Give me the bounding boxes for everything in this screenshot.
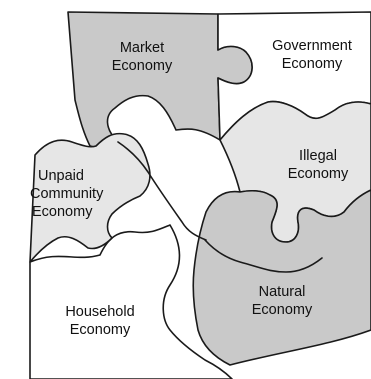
government-economy-label: Government Economy: [272, 38, 352, 72]
svg-text:Economy: Economy: [70, 322, 131, 338]
connector-outline: [204, 239, 323, 273]
connector-outline: [117, 141, 207, 241]
svg-text:Community: Community: [30, 186, 104, 202]
svg-text:Unpaid: Unpaid: [38, 168, 84, 184]
svg-text:Economy: Economy: [282, 56, 343, 72]
unpaid-community-economy-label: Unpaid Community Economy: [30, 168, 104, 220]
unpaid-community-economy-piece: [29, 132, 151, 263]
illegal-economy-label: Illegal Economy: [288, 148, 349, 182]
svg-text:Economy: Economy: [112, 58, 173, 74]
household-economy-piece: [29, 224, 233, 379]
svg-text:Market: Market: [120, 40, 164, 56]
market-economy-label: Market Economy: [112, 40, 173, 74]
svg-text:Household: Household: [65, 304, 134, 320]
svg-text:Government: Government: [272, 38, 352, 54]
svg-text:Illegal: Illegal: [299, 148, 337, 164]
natural-economy-piece: [192, 189, 371, 366]
household-economy-label: Household Economy: [65, 304, 134, 338]
svg-text:Economy: Economy: [252, 302, 313, 318]
svg-text:Economy: Economy: [32, 204, 93, 220]
svg-text:Economy: Economy: [288, 166, 349, 182]
natural-economy-label: Natural Economy: [252, 284, 313, 318]
svg-text:Natural: Natural: [259, 284, 306, 300]
